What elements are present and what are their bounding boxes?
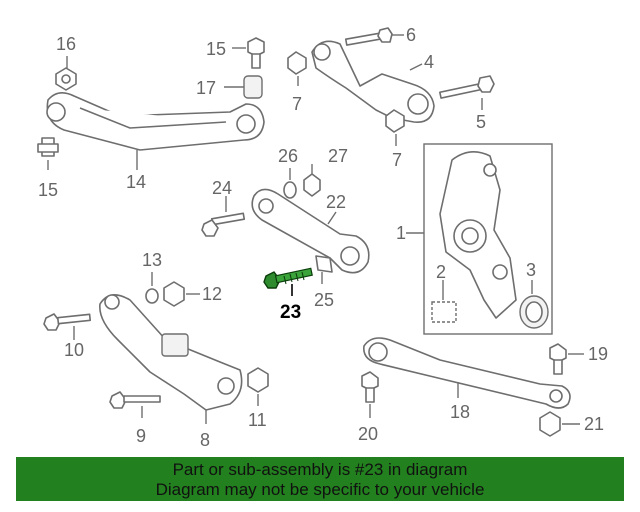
part-7-nut-lower[interactable] bbox=[385, 109, 405, 133]
callout-21: 21 bbox=[584, 414, 604, 434]
callout-7b: 7 bbox=[392, 150, 402, 170]
part-22-link[interactable] bbox=[251, 188, 370, 274]
callout-25: 25 bbox=[314, 290, 334, 310]
callout-6: 6 bbox=[406, 25, 416, 45]
callout-24: 24 bbox=[212, 178, 232, 198]
part-14-control-arm[interactable] bbox=[46, 92, 265, 151]
part-19-bolt[interactable] bbox=[549, 343, 567, 375]
part-20-bolt[interactable] bbox=[361, 371, 379, 403]
part-26-washer[interactable] bbox=[283, 181, 297, 199]
callout-17: 17 bbox=[196, 78, 216, 98]
callout-27: 27 bbox=[328, 146, 348, 166]
part-15-bolt-left[interactable] bbox=[37, 137, 59, 157]
callout-10: 10 bbox=[64, 340, 84, 360]
callout-5: 5 bbox=[476, 112, 486, 132]
part-27-nut[interactable] bbox=[303, 173, 321, 197]
part-25-washer[interactable] bbox=[315, 255, 333, 273]
callout-12: 12 bbox=[202, 284, 222, 304]
callout-15b: 15 bbox=[38, 180, 58, 200]
part-2-cover[interactable] bbox=[431, 301, 457, 323]
part-11-nut[interactable] bbox=[247, 367, 269, 393]
part-7-nut-upper[interactable] bbox=[287, 51, 307, 75]
callout-14: 14 bbox=[126, 172, 146, 192]
callout-9: 9 bbox=[136, 426, 146, 446]
part-4-upper-arm[interactable] bbox=[311, 40, 435, 123]
part-3-bushing[interactable] bbox=[519, 295, 549, 329]
part-5-bolt[interactable] bbox=[439, 75, 495, 99]
callout-16: 16 bbox=[56, 34, 76, 54]
leader-22 bbox=[327, 211, 337, 225]
callout-3: 3 bbox=[526, 260, 536, 280]
banner-line-2: Diagram may not be specific to your vehi… bbox=[155, 480, 485, 499]
part-24-bolt[interactable] bbox=[201, 212, 246, 237]
callout-19: 19 bbox=[588, 344, 608, 364]
callout-23: 23 bbox=[280, 302, 301, 323]
callout-20: 20 bbox=[358, 424, 378, 444]
callout-26: 26 bbox=[278, 146, 298, 166]
part-6-bolt[interactable] bbox=[344, 27, 393, 46]
part-10-bolt[interactable] bbox=[43, 313, 92, 331]
callout-15a: 15 bbox=[206, 39, 226, 59]
part-17-bushing[interactable] bbox=[243, 75, 263, 99]
callout-13: 13 bbox=[142, 250, 162, 270]
callout-18: 18 bbox=[450, 402, 470, 422]
banner-line-1: Part or sub-assembly is #23 in diagram bbox=[172, 460, 468, 479]
part-9-bolt[interactable] bbox=[109, 391, 161, 409]
part-21-nut[interactable] bbox=[539, 411, 561, 437]
part-8-lower-arm[interactable] bbox=[99, 294, 243, 411]
callout-11: 11 bbox=[248, 410, 267, 430]
leader-4 bbox=[409, 63, 423, 71]
part-15-bolt-top[interactable] bbox=[247, 37, 265, 69]
part-12-nut[interactable] bbox=[163, 281, 185, 307]
info-banner: Part or sub-assembly is #23 in diagram D… bbox=[16, 457, 624, 501]
part-1-knuckle-box[interactable] bbox=[423, 143, 553, 335]
parts-diagram: 14 16 15 15 17 4 7 7 bbox=[37, 25, 608, 450]
callout-2: 2 bbox=[436, 262, 446, 282]
part-13-washer[interactable] bbox=[145, 288, 159, 304]
part-18-lower-link[interactable] bbox=[363, 337, 571, 409]
callout-22: 22 bbox=[326, 192, 346, 212]
callout-7a: 7 bbox=[292, 94, 302, 114]
part-16-nut[interactable] bbox=[55, 67, 77, 91]
callout-1: 1 bbox=[396, 223, 406, 243]
callout-8: 8 bbox=[200, 430, 210, 450]
part-23-bolt-highlighted[interactable] bbox=[263, 267, 313, 289]
callout-4: 4 bbox=[424, 52, 434, 72]
